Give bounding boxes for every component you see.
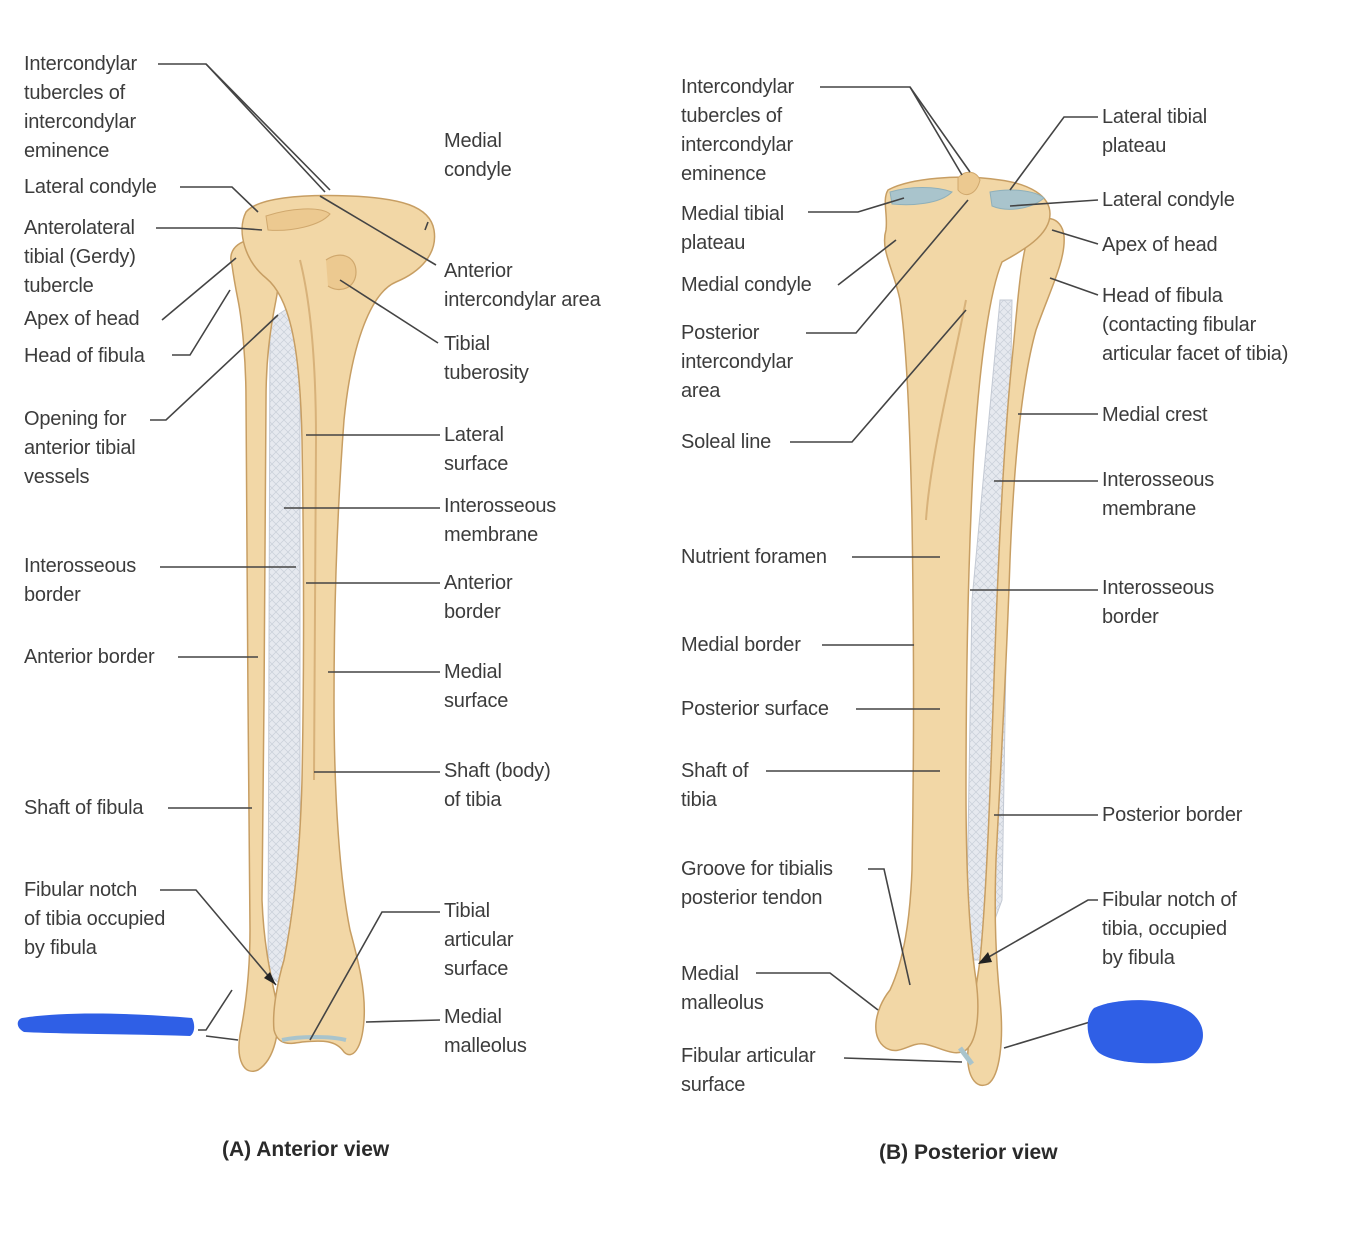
- posterior-fibular-notch-arrowhead: [978, 952, 992, 964]
- label-lateral-condyle-posterior: Lateral condyle: [1102, 189, 1235, 211]
- label-medial-surface: Medial surface: [444, 661, 509, 712]
- label-medial-malleolus-anterior: Medial malleolus: [444, 1006, 527, 1057]
- label-interosseous-border-anterior: Interosseous border: [24, 555, 137, 606]
- label-fibular-notch-posterior: Fibular notch of tibia, occupied by fibu…: [1102, 889, 1237, 969]
- label-medial-tibial-plateau: Medial tibial plateau: [681, 203, 785, 254]
- label-groove-tibialis: Groove for tibialis posterior tendon: [681, 858, 833, 909]
- label-lateral-condyle-anterior: Lateral condyle: [24, 176, 157, 198]
- anterior-leader-lines: [150, 63, 441, 1041]
- right-redaction-scribble: [1087, 1000, 1203, 1064]
- label-opening-vessels: Opening for anterior tibial vessels: [24, 408, 136, 488]
- label-anterolateral-tubercle: Anterolateral tibial (Gerdy) tubercle: [24, 217, 136, 297]
- caption-anterior-view: (A) Anterior view: [222, 1138, 390, 1161]
- label-lateral-surface: Lateral surface: [444, 424, 509, 475]
- label-interosseous-border-posterior: Interosseous border: [1102, 577, 1215, 628]
- anterior-tibia: [241, 194, 436, 1056]
- label-intercondylar-tubercles-posterior: Intercondylar tubercles of intercondylar…: [681, 76, 795, 185]
- label-soleal-line: Soleal line: [681, 431, 772, 453]
- label-medial-condyle-anterior: Medial condyle: [444, 130, 512, 181]
- label-shaft-of-tibia-posterior: Shaft of tibia: [681, 760, 749, 811]
- posterior-leader-lines: [756, 86, 1099, 1063]
- label-anterior-border-fibula: Anterior border: [24, 646, 155, 668]
- posterior-tibia: [875, 176, 1051, 1054]
- label-medial-crest: Medial crest: [1102, 404, 1208, 426]
- label-interosseous-membrane-posterior: Interosseous membrane: [1102, 469, 1215, 520]
- posterior-view-bones: [875, 171, 1065, 1087]
- label-tibial-tuberosity: Tibial tuberosity: [444, 333, 529, 384]
- anterior-view-bones: [230, 194, 436, 1072]
- caption-posterior-view: (B) Posterior view: [879, 1141, 1058, 1164]
- label-head-of-fibula-anterior: Head of fibula: [24, 345, 145, 367]
- label-interosseous-membrane-anterior: Interosseous membrane: [444, 495, 557, 546]
- anterior-fibular-notch-arrowhead: [264, 972, 276, 985]
- label-apex-of-head-posterior: Apex of head: [1102, 234, 1218, 256]
- posterior-fibula: [967, 217, 1065, 1087]
- label-anterior-border-tibia: Anterior border: [444, 572, 513, 623]
- label-shaft-of-fibula: Shaft of fibula: [24, 797, 144, 819]
- label-medial-condyle-posterior: Medial condyle: [681, 274, 812, 296]
- label-fibular-notch-anterior: Fibular notch of tibia occupied by fibul…: [24, 879, 166, 959]
- left-redaction-scribble: [17, 1013, 195, 1036]
- label-medial-border: Medial border: [681, 634, 801, 656]
- label-nutrient-foramen: Nutrient foramen: [681, 546, 827, 568]
- label-posterior-border: Posterior border: [1102, 804, 1243, 826]
- label-posterior-intercondylar-area: Posterior intercondylar area: [681, 322, 793, 402]
- label-fibular-articular-surface: Fibular articular surface: [681, 1045, 816, 1096]
- label-head-of-fibula-posterior: Head of fibula (contacting fibular artic…: [1102, 285, 1289, 365]
- label-tibial-articular-surface: Tibial articular surface: [444, 900, 514, 980]
- label-apex-of-head-anterior: Apex of head: [24, 308, 140, 330]
- label-posterior-surface: Posterior surface: [681, 698, 829, 720]
- label-anterior-intercondylar-area: Anterior intercondylar area: [444, 260, 601, 311]
- label-intercondylar-tubercles-anterior: Intercondylar tubercles of intercondylar…: [24, 53, 138, 162]
- label-shaft-of-tibia-anterior: Shaft (body) of tibia: [444, 760, 551, 811]
- label-medial-malleolus-posterior: Medial malleolus: [681, 963, 764, 1014]
- label-lateral-tibial-plateau: Lateral tibial plateau: [1102, 106, 1208, 157]
